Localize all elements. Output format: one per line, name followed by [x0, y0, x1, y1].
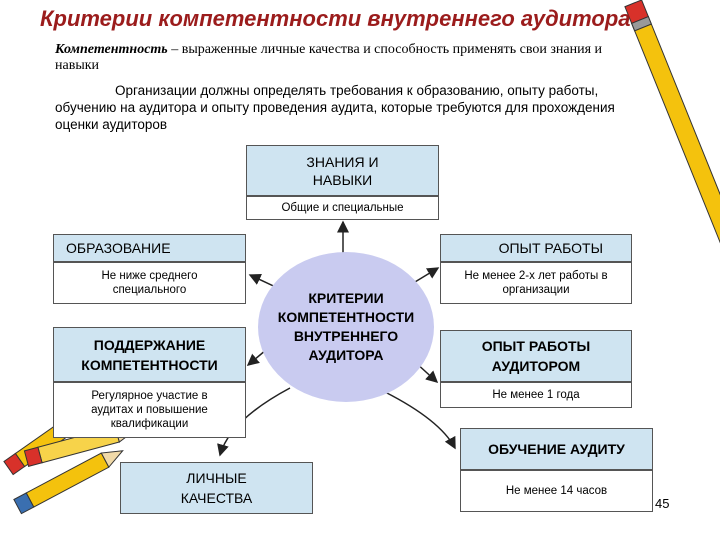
- node-knowledge-title-1: ЗНАНИЯ И: [306, 153, 379, 170]
- node-auditor-experience: ОПЫТ РАБОТЫ АУДИТОРОМ: [440, 330, 632, 382]
- page-number: 45: [655, 496, 670, 511]
- node-education-detail-1: Не ниже среднего: [101, 270, 198, 282]
- center-line-4: АУДИТОРА: [308, 347, 384, 363]
- description-paragraph: Организации должны определять требования…: [55, 82, 630, 133]
- center-line-3: ВНУТРЕННЕГО: [293, 328, 399, 344]
- node-maintaining-title-2: КОМПЕТЕНТНОСТИ: [81, 356, 218, 373]
- definition-term: Компетентность: [55, 42, 168, 57]
- definition: Компетентность – выраженные личные качес…: [55, 42, 615, 74]
- definition-text: – выраженные личные качества и способнос…: [55, 42, 602, 73]
- page-title: Критерии компетентности внутреннего ауди…: [40, 6, 631, 31]
- node-experience: ОПЫТ РАБОТЫ: [440, 234, 632, 262]
- node-personal: ЛИЧНЫЕ КАЧЕСТВА: [120, 462, 313, 514]
- node-training-detail: Не менее 14 часов: [460, 470, 653, 512]
- node-personal-title-1: ЛИЧНЫЕ: [186, 470, 247, 486]
- node-knowledge: ЗНАНИЯ И НАВЫКИ: [246, 145, 439, 196]
- center-criteria-label: КРИТЕРИИ КОМПЕТЕНТНОСТИ ВНУТРЕННЕГО АУДИ…: [278, 289, 414, 365]
- center-criteria: КРИТЕРИИ КОМПЕТЕНТНОСТИ ВНУТРЕННЕГО АУДИ…: [258, 252, 434, 402]
- node-education: ОБРАЗОВАНИЕ: [53, 234, 246, 262]
- node-maintaining-detail-3: квалификации: [110, 418, 189, 430]
- center-line-2: КОМПЕТЕНТНОСТИ: [277, 309, 415, 325]
- node-auditor-experience-title-2: АУДИТОРОМ: [491, 358, 581, 374]
- node-maintaining-detail-1: Регулярное участие в: [91, 390, 208, 402]
- node-experience-detail-1: Не менее 2-х лет работы в: [464, 270, 608, 282]
- node-education-detail-2: специального: [112, 284, 187, 296]
- description-text: Организации должны определять требования…: [55, 83, 615, 132]
- center-line-1: КРИТЕРИИ: [308, 290, 384, 306]
- node-maintaining-title-1: ПОДДЕРЖАНИЕ: [93, 336, 206, 353]
- node-experience-detail: Не менее 2-х лет работы в организации: [440, 262, 632, 304]
- node-maintaining-detail-2: аудитах и повышение: [91, 404, 208, 416]
- node-training: ОБУЧЕНИЕ АУДИТУ: [460, 428, 653, 470]
- node-personal-title-2: КАЧЕСТВА: [180, 490, 253, 506]
- node-knowledge-detail: Общие и специальные: [246, 196, 439, 220]
- node-auditor-experience-detail: Не менее 1 года: [440, 382, 632, 408]
- node-maintaining-detail: Регулярное участие в аудитах и повышение…: [53, 382, 246, 438]
- node-knowledge-title-2: НАВЫКИ: [312, 171, 373, 188]
- node-education-detail: Не ниже среднего специального: [53, 262, 246, 304]
- node-experience-detail-2: организации: [502, 284, 570, 296]
- node-maintaining: ПОДДЕРЖАНИЕ КОМПЕТЕНТНОСТИ: [53, 327, 246, 382]
- node-auditor-experience-title-1: ОПЫТ РАБОТЫ: [481, 338, 591, 354]
